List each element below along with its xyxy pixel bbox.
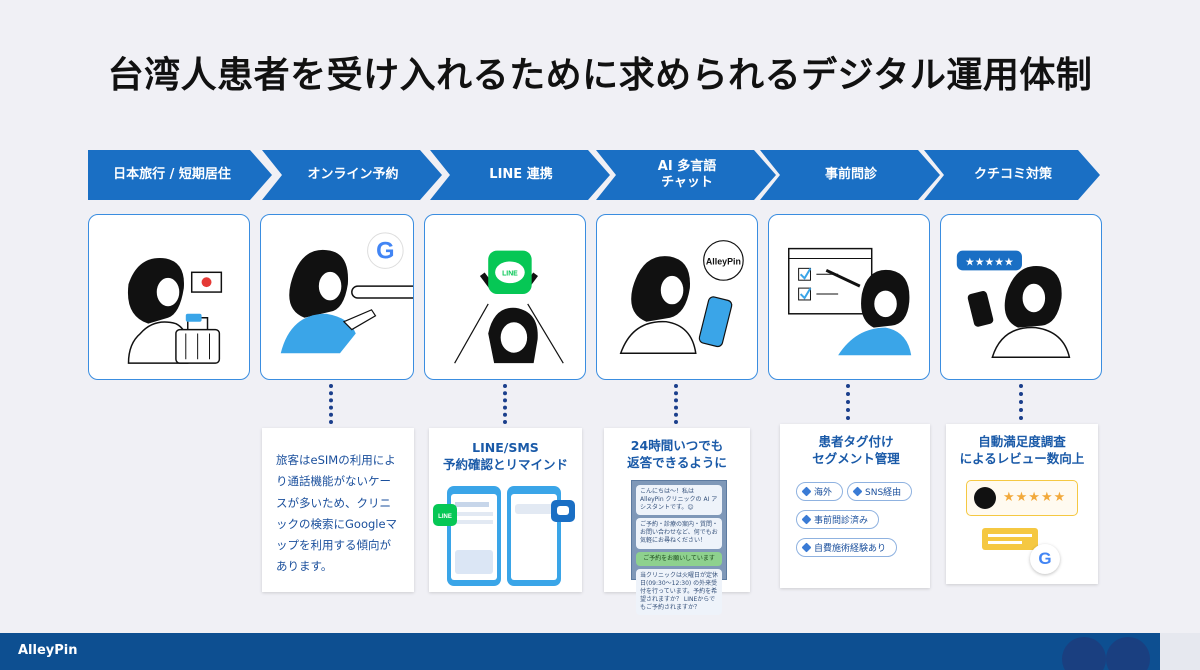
detail-box-tags: 患者タグ付け セグメント管理 海外 SNS経由 事前問診済み 自費施術経験あり [780, 424, 930, 588]
tag-pre-questionnaire: 事前問診済み [796, 509, 880, 529]
detail-box-travel: 旅客はeSIMの利用により通話機能がないケースが多いため、クリニックの検索にGo… [262, 428, 414, 592]
tag-overseas: 海外 [796, 481, 844, 501]
chat-window: こんにちは〜！私は AlleyPin クリニックの AI アシスタントです。😊 … [631, 480, 727, 616]
review-illustration: ★★★★★ [956, 250, 1071, 358]
phones-illustration: LINE [433, 486, 575, 586]
google-icon: G [1030, 544, 1060, 574]
connector-4 [846, 384, 850, 420]
tag-icon [801, 542, 812, 553]
chat-illustration: AlleyPin [619, 240, 744, 355]
chat-message-4: 当クリニックは火曜日が定休日(09:30〜12:30) の外来受付を行っています… [636, 568, 722, 616]
footer-brand: AlleyPin [18, 643, 78, 658]
step-label: 日本旅行 / 短期居住 [113, 166, 231, 182]
card-online-booking: G [260, 214, 414, 380]
footer-bar: AlleyPin [0, 633, 1200, 670]
line-illustration: LINE [454, 250, 564, 364]
card-line: LINE [424, 214, 586, 380]
chat-message-2: ご予約・診療の案内・質問・お問い合わせなど、何でもお気軽にお尋ねください！ [636, 518, 722, 549]
tag-icon [801, 514, 812, 525]
tag-self-paid: 自費施術経験あり [796, 537, 898, 557]
tag-sns: SNS経由 [847, 481, 913, 501]
step-arrow-6: クチコミ対策 [924, 150, 1100, 200]
step-label: LINE 連携 [489, 166, 553, 182]
detail-title: 患者タグ付け セグメント管理 [812, 434, 900, 466]
detail-title: 自動満足度調査 によるレビュー数向上 [959, 434, 1085, 466]
detail-title: 24時間いつでも 返答できるように [627, 438, 727, 470]
step-arrow-2: オンライン予約 [262, 150, 442, 200]
detail-box-line-sms: LINE/SMS 予約確認とリマインド LINE [429, 428, 582, 592]
google-icon: G [376, 239, 394, 265]
connector-5 [1019, 384, 1023, 420]
decorative-circle [1062, 637, 1106, 670]
review-stars-icon: ★★★★★ [965, 255, 1014, 268]
chat-message-1: こんにちは〜！私は AlleyPin クリニックの AI アシスタントです。😊 [636, 485, 722, 516]
tag-icon [801, 486, 812, 497]
avatar [974, 487, 996, 509]
step-arrow-1: 日本旅行 / 短期居住 [88, 150, 272, 200]
detail-title: LINE/SMS 予約確認とリマインド [442, 440, 568, 472]
footer-corner [1160, 633, 1200, 670]
step-arrow-5: 事前問診 [760, 150, 940, 200]
detail-box-reviews: 自動満足度調査 によるレビュー数向上 ★★★★★ G [946, 424, 1098, 584]
step-arrow-3: LINE 連携 [430, 150, 610, 200]
card-pre-questionnaire [768, 214, 930, 380]
search-illustration: G [280, 232, 413, 354]
card-travel [88, 214, 250, 380]
page-title: 台湾人患者を受け入れるために求められるデジタル運用体制 [107, 55, 1093, 96]
card-ai-chat: AlleyPin [596, 214, 758, 380]
line-badge-icon: LINE [438, 514, 452, 520]
detail-text: 旅客はeSIMの利用により通話機能がないケースが多いため、クリニックの検索にGo… [276, 453, 398, 574]
chat-message-3: ご予約をお願いしています [636, 551, 722, 566]
questionnaire-illustration [788, 247, 912, 356]
decorative-circle [1106, 637, 1150, 670]
review-card: ★★★★★ [966, 480, 1078, 516]
step-label: AI 多言語 チャット [657, 158, 717, 190]
step-label: 事前問診 [824, 166, 877, 182]
connector-1 [329, 384, 333, 424]
connector-3 [674, 384, 678, 424]
review-stars: ★★★★★ [1003, 490, 1067, 505]
step-arrow-4: AI 多言語 チャット [596, 150, 776, 200]
card-reviews: ★★★★★ [940, 214, 1102, 380]
traveler-illustration [127, 258, 223, 364]
step-label: オンライン予約 [307, 166, 399, 182]
sms-icon [557, 506, 569, 515]
speech-bubble [982, 528, 1038, 550]
line-logo: LINE [502, 270, 518, 277]
tag-icon [852, 486, 863, 497]
alleypin-badge: AlleyPin [706, 256, 741, 266]
connector-2 [503, 384, 507, 424]
detail-box-ai-chat: 24時間いつでも 返答できるように こんにちは〜！私は AlleyPin クリニ… [604, 428, 750, 616]
step-label: クチコミ対策 [973, 166, 1052, 182]
